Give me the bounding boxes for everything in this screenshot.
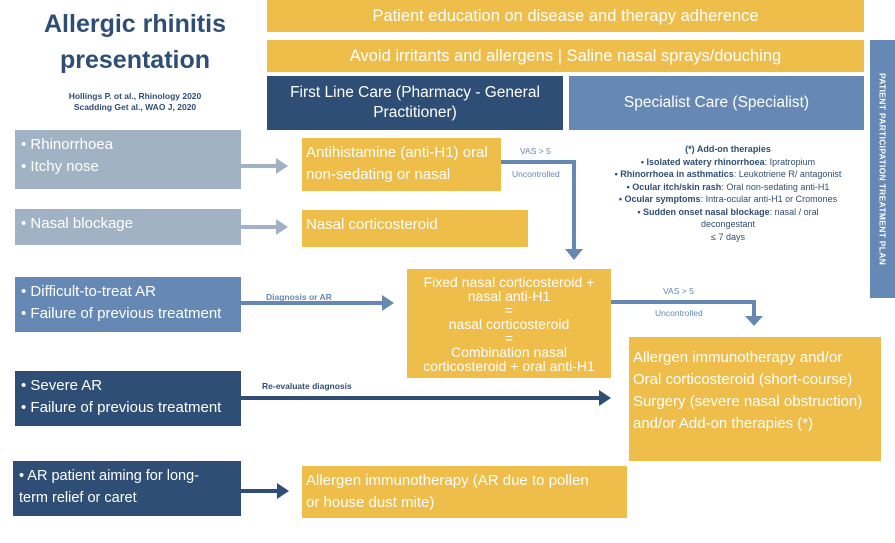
treatment-antihistamine: Antihistamine (anti-H1) oral non-sedatin…	[302, 138, 501, 191]
title-line-2: presentation	[59, 46, 211, 74]
arrow-difficult-to-fixed	[241, 295, 394, 311]
treatment-nasal-corticosteroid: Nasal corticosteroid	[302, 210, 528, 247]
treatment-line: Fixed nasal corticosteroid +	[423, 273, 595, 290]
arrow-blockage-to-corticosteroid	[241, 219, 288, 235]
treatment-line: Allergen immunotherapy and/or	[633, 349, 843, 366]
treatment-line: =	[504, 301, 514, 318]
treatment-line: Oral corticosteroid (short-course)	[633, 371, 853, 388]
arrow-label-uncontrolled-2: Uncontrolled	[655, 308, 703, 318]
treatment-line: nasal anti-H1	[467, 287, 551, 304]
patient-participation-label: PATIENT PARTICIPATION TREATMENT PLAN	[877, 72, 888, 266]
treatment-line: Combination nasal	[451, 343, 567, 360]
presentation-line: • Failure of previous treatment	[21, 399, 222, 416]
presentation-line: • Failure of previous treatment	[21, 305, 222, 322]
treatment-line: non-sedating or nasal	[306, 166, 451, 183]
addon-item: • Isolated watery rhinorrhoea: Ipratropi…	[640, 156, 816, 167]
arrow-fixed-to-specialist	[611, 300, 763, 326]
education-banner: Patient education on disease and therapy…	[267, 0, 864, 32]
presentation-line: • Severe AR	[21, 377, 103, 394]
treatment-line: =	[504, 329, 514, 346]
avoid-banner: Avoid irritants and allergens | Saline n…	[267, 40, 864, 72]
references: Hollings P. ot al., Rhinology 2020 Scadd…	[0, 91, 270, 113]
addon-item: • Ocular symptoms: Intra-ocular anti-H1 …	[618, 194, 838, 204]
presentation-difficult-to-treat: • Difficult-to-treat AR • Failure of pre…	[15, 277, 241, 332]
arrow-label-vas-1: VAS > 5	[520, 146, 551, 156]
title-line-1: Allergic rhinitis	[44, 10, 226, 38]
addon-heading: (*) Add-on therapies	[685, 144, 771, 154]
addon-duration: ≤ 7 days	[711, 231, 745, 242]
education-banner-text: Patient education on disease and therapy…	[372, 6, 759, 25]
treatment-line: Allergen immunotherapy (AR due to pollen	[306, 472, 589, 489]
treatment-line: corticosteroid + oral anti-H1	[423, 357, 595, 374]
reference-2: Scadding Get al., WAO J, 2020	[73, 102, 197, 112]
arrow-longterm-to-immunotherapy	[241, 483, 289, 499]
presentation-nasal-blockage: • Nasal blockage	[15, 209, 241, 245]
reference-1: Hollings P. ot al., Rhinology 2020	[68, 91, 202, 101]
arrow-label-uncontrolled-1: Uncontrolled	[512, 169, 560, 179]
addon-item: • Sudden onset nasal blockage: nasal / o…	[637, 206, 819, 230]
arrow-label-vas-2: VAS > 5	[663, 286, 694, 296]
specialist-care-label: Specialist Care (Specialist)	[623, 94, 810, 111]
arrow-severe-to-specialist	[241, 390, 611, 406]
presentation-line: term relief or caret	[19, 490, 137, 506]
presentation-rhinorrhoea: • Rhinorrhoea • Itchy nose	[15, 130, 241, 189]
arrow-label-diagnosis: Diagnosis or AR	[266, 292, 332, 302]
page-title: Allergic rhinitis presentation	[0, 6, 270, 78]
presentation-line: • Nasal blockage	[21, 215, 133, 232]
treatment-fixed-combination: Fixed nasal corticosteroid + nasal anti-…	[407, 269, 611, 378]
arrow-label-reevaluate: Re-evaluate diagnosis	[262, 381, 352, 391]
first-line-care-header: First Line Care (Pharmacy - General Prac…	[267, 76, 563, 130]
treatment-line: nasal corticosteroid	[448, 315, 570, 332]
presentation-line: • Itchy nose	[21, 158, 99, 175]
arrow-rhinorrhoea-to-antihistamine	[241, 158, 288, 174]
specialist-care-header: Specialist Care (Specialist)	[569, 76, 864, 130]
avoid-banner-text: Avoid irritants and allergens | Saline n…	[349, 46, 782, 65]
presentation-line: • AR patient aiming for long-	[19, 468, 199, 484]
addon-therapies: (*) Add-on therapies • Isolated watery r…	[592, 143, 864, 243]
treatment-line: Nasal corticosteroid	[306, 216, 438, 233]
treatment-line: Antihistamine (anti-H1) oral	[306, 144, 488, 161]
first-line-care-label: First Line Care (Pharmacy - General Prac…	[290, 84, 540, 121]
patient-participation-bar: PATIENT PARTICIPATION TREATMENT PLAN	[870, 40, 895, 298]
addon-item: • Rhinorrhoea in asthmatics: Leukotriene…	[614, 169, 842, 179]
presentation-line: • Rhinorrhoea	[21, 136, 113, 153]
addon-item: • Ocular itch/skin rash: Oral non-sedati…	[626, 181, 830, 192]
treatment-immunotherapy: Allergen immunotherapy (AR due to pollen…	[302, 466, 627, 518]
treatment-specialist-options: Allergen immunotherapy and/or Oral corti…	[629, 337, 881, 461]
presentation-line: • Difficult-to-treat AR	[21, 283, 157, 300]
presentation-severe-ar: • Severe AR • Failure of previous treatm…	[15, 371, 241, 426]
treatment-line: Surgery (severe nasal obstruction)	[633, 393, 863, 410]
arrow-antihistamine-to-fixed	[501, 160, 583, 260]
treatment-line: and/or Add-on therapies (*)	[633, 415, 814, 432]
treatment-line: or house dust mite)	[306, 494, 435, 511]
presentation-long-term-relief: • AR patient aiming for long- term relie…	[13, 461, 241, 516]
